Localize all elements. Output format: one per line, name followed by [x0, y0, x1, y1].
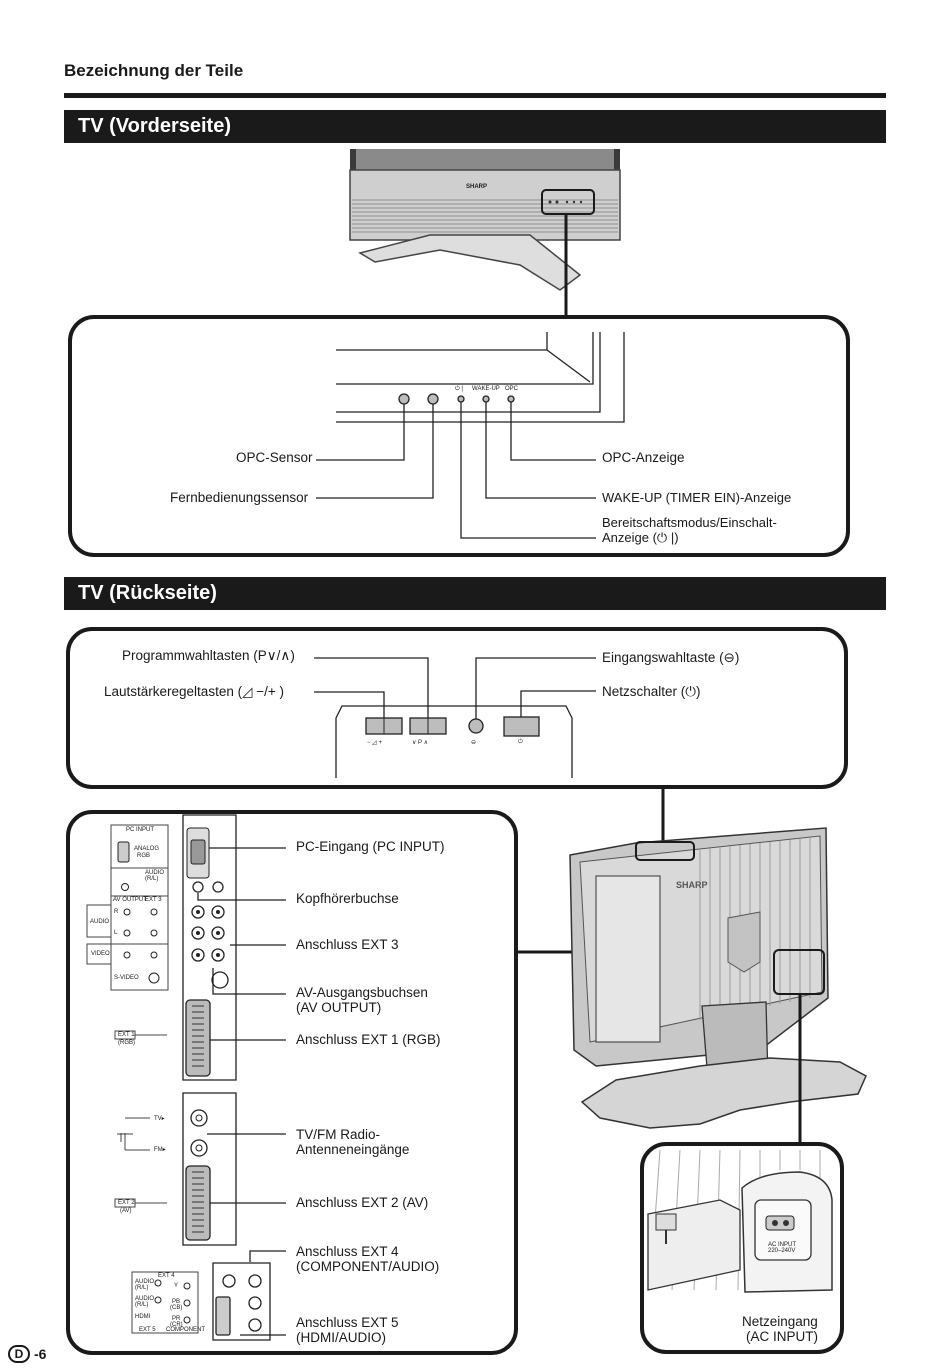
front-wakeup-mark: WAKE-UP [472, 386, 500, 392]
antenna-label-1: TV/FM Radio- [296, 1127, 381, 1142]
pc-input-label: PC-Eingang (PC INPUT) [296, 839, 445, 854]
legend-pr: PR [172, 1316, 181, 1322]
legend-s-video: S-VIDEO [114, 975, 139, 981]
rear-top-box [66, 627, 848, 789]
wakeup-indicator-label: WAKE-UP (TIMER EIN)-Anzeige [602, 490, 792, 505]
legend-ext2: EXT 2 [118, 1200, 135, 1206]
ext3-label: Anschluss EXT 3 [296, 937, 399, 952]
opc-sensor-label: OPC-Sensor [236, 450, 313, 465]
rear-connector-box [66, 810, 518, 1355]
opc-indicator-label: OPC-Anzeige [602, 450, 685, 465]
front-detail-box [68, 315, 850, 557]
legend-audio-rl-ext5: (R/L) [135, 1302, 149, 1308]
legend-component: COMPONENT [166, 1327, 205, 1333]
legend-ext4: EXT 4 [158, 1273, 175, 1279]
legend-ext1: EXT 1 [118, 1032, 135, 1038]
legend-fm: FM▸ [154, 1147, 166, 1153]
ext1-label: Anschluss EXT 1 (RGB) [296, 1032, 441, 1047]
legend-hdmi: HDMI [135, 1314, 151, 1320]
ac-input-label-1: Netzeingang [742, 1314, 818, 1329]
legend-cr: (CR) [170, 1322, 183, 1328]
standby-indicator-label-1: Bereitschaftsmodus/Einschalt- [602, 515, 777, 530]
legend-r: R [114, 909, 119, 915]
legend-audio-rl: (R/L) [145, 876, 159, 882]
av-output-label-1: AV-Ausgangsbuchsen [296, 985, 428, 1000]
legend-y: Y [174, 1283, 179, 1289]
program-button-mark: ∨ P ∧ [412, 740, 429, 746]
legend-cb: (CB) [170, 1305, 183, 1311]
ext2-label: Anschluss EXT 2 (AV) [296, 1195, 429, 1210]
legend-pb: PB [172, 1299, 181, 1305]
front-opc-mark: OPC [505, 386, 519, 392]
legend-ext3: EXT 3 [145, 897, 162, 903]
ext4-label-1: Anschluss EXT 4 [296, 1244, 399, 1259]
front-brand-logo: SHARP [466, 184, 488, 190]
title-rule [64, 93, 886, 98]
legend-rgb-ext1: (RGB) [118, 1040, 135, 1046]
volume-keys-label: Lautstärkeregeltasten (◿ −/+ ) [104, 684, 284, 699]
rear-brand-logo: SHARP [676, 880, 708, 890]
rear-banner: TV (Rückseite) [64, 577, 886, 610]
legend-av: (AV) [120, 1208, 132, 1214]
page-number: -6 [34, 1346, 47, 1362]
page-letter-badge: D [8, 1345, 30, 1363]
legend-av-output: AV OUTPUT [113, 897, 147, 903]
legend-video: VIDEO [91, 951, 110, 957]
front-banner: TV (Vorderseite) [64, 110, 886, 143]
input-key-label: Eingangswahltaste (⊖) [602, 650, 740, 665]
headphone-label: Kopfhörerbuchse [296, 891, 399, 906]
ac-input-label-2: (AC INPUT) [746, 1329, 818, 1344]
legend-ext5: EXT 5 [139, 1327, 156, 1333]
power-button-mark: ⏻ [518, 739, 523, 745]
ext5-label-1: Anschluss EXT 5 [296, 1315, 399, 1330]
front-power-mark: ⏻ | [455, 386, 463, 392]
ac-input-mark: AC INPUT [768, 1242, 797, 1248]
legend-l: L [114, 930, 118, 936]
legend-rgb: RGB [137, 853, 151, 859]
legend-tv: TV▸ [154, 1116, 165, 1122]
legend-audio-rl-ext4: (R/L) [135, 1285, 149, 1291]
legend-audio-row: AUDIO [90, 919, 110, 925]
legend-pc-input: PC INPUT [126, 827, 155, 833]
page-section-title: Bezeichnung der Teile [64, 61, 244, 80]
ext4-label-2: (COMPONENT/AUDIO) [296, 1259, 440, 1274]
antenna-label-2: Antenneneingänge [296, 1142, 410, 1157]
legend-audio-ext5: AUDIO [135, 1296, 155, 1302]
legend-analog: ANALOG [134, 846, 160, 852]
power-switch-label: Netzschalter (⏻) [602, 684, 701, 699]
ext5-label-2: (HDMI/AUDIO) [296, 1330, 386, 1345]
ac-voltage-mark: 220–240V [768, 1248, 796, 1254]
legend-audio: AUDIO [145, 870, 165, 876]
front-banner-title: TV (Vorderseite) [78, 115, 231, 137]
standby-indicator-label-2: Anzeige (⏻ |) [602, 530, 679, 545]
legend-audio-ext4: AUDIO [135, 1279, 155, 1285]
av-output-label-2: (AV OUTPUT) [296, 1000, 382, 1015]
program-keys-label: Programmwahltasten (P∨/∧) [122, 648, 295, 663]
remote-sensor-label: Fernbedienungssensor [170, 490, 309, 505]
volume-button-mark: − ◿ + [367, 740, 382, 746]
rear-banner-title: TV (Rückseite) [78, 582, 217, 604]
input-button-mark: ⊖ [471, 740, 477, 746]
